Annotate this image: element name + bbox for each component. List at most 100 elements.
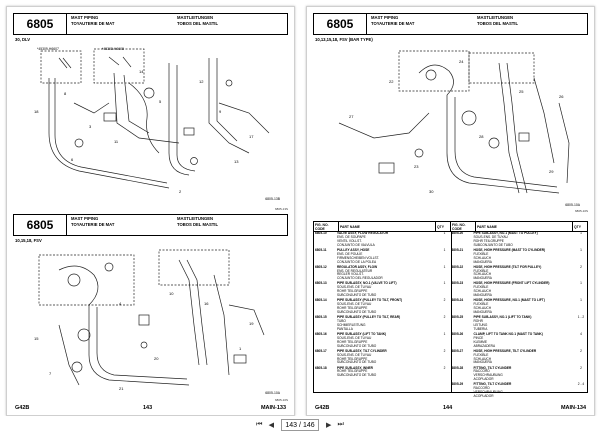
title-nl: TOYAUTERIE DE MAT: [71, 21, 115, 26]
part-name-translation: SCHMIERLEITUNG: [337, 322, 366, 327]
section-header: 6805 MAST PIPING TOYAUTERIE DE MAT MASTL…: [13, 13, 288, 35]
page-indicator[interactable]: 143 / 146: [281, 419, 319, 431]
page-right: 6805 MAST PIPING TOYAUTERIE DE MAT MASTL…: [306, 6, 595, 416]
part-name-translation: ROHR TEILGRUPPE: [337, 356, 368, 361]
part-code: 6805-14: [315, 298, 327, 303]
part-name-translation: ROHR TEILGRUPPE: [337, 369, 368, 374]
svg-text:13: 13: [234, 159, 239, 164]
part-name-translation: SOUS-ENS. DE TUYAU: [337, 352, 372, 357]
part-name-translation: SCHLAUCH: [473, 255, 492, 260]
current-page-input[interactable]: 143: [285, 421, 298, 429]
next-page-icon[interactable]: ▶: [325, 422, 332, 429]
part-code: 6805-20: [451, 231, 464, 235]
title-de: MASTLEITUNGEN: [177, 216, 214, 221]
part-name: PIPE SUB-ASSY, NO.1 (VALVE TO LIFT): [337, 281, 397, 286]
part-name-translation: SCHLAUCH: [473, 356, 492, 361]
part-name-translation: PINCE: [473, 335, 484, 340]
part-qty: 1: [580, 298, 582, 303]
part-qty: 2: [443, 315, 446, 320]
part-qty: 2 - 4: [577, 382, 585, 387]
part-qty: 2: [580, 348, 582, 353]
svg-text:15: 15: [34, 336, 39, 341]
part-name-translation: SUBCONJUNTO DE TUBO: [337, 360, 377, 365]
part-description: PIPE SUB-ASSY (PULLEY TO TILT, FRONT)SOU…: [337, 298, 439, 315]
part-name-translation: MANGUERA: [473, 309, 492, 314]
part-name-translation: ENS. DE POULIE: [337, 251, 363, 256]
part-name: HOSE, HIGH PRESSURE, NO.1 (MAST TO LIFT): [473, 298, 545, 303]
part-code: 6805-12: [315, 264, 327, 269]
part-description: HOSE, HIGH PRESSURE (MAST TO CYLINDER)FL…: [473, 248, 576, 265]
svg-text:27: 27: [349, 114, 354, 119]
title-es: TOBOS DEL MASTIL: [177, 21, 219, 26]
part-name-translation: SOUS-ENS. DE TUYAU: [337, 335, 372, 340]
part-name-translation: MANGUERA: [473, 259, 492, 264]
part-name: CLAMP, LIFT TO TANK NO.1 (MAST TO TANK): [473, 331, 543, 336]
svg-text:12: 12: [199, 79, 204, 84]
part-description: PIPE SUB-ASSY, NO.1 (MAST TO PULLEY)SOUS…: [473, 231, 576, 248]
part-name-translation: CONJUNTO DE VALVULA: [337, 242, 375, 247]
part-qty: 2: [580, 365, 582, 370]
part-code: 6805-15: [315, 315, 327, 320]
svg-text:30: 30: [429, 189, 434, 194]
part-name-translation: SOUS-ENS. DE TUYAU: [337, 285, 372, 290]
header-code: FIG. NO. CODE: [314, 222, 339, 231]
title-es: TOBOS DEL MASTIL: [177, 222, 219, 227]
part-name: REGULATOR ASSY, FLOW: [337, 264, 378, 269]
part-name: HOSE, HIGH PRESSURE (FRONT LIFT CYLINDER…: [473, 281, 550, 286]
part-name: PIPE SUB-ASSY (PULLEY TO TILT, REAR): [337, 315, 401, 320]
part-name-translation: VERSCHRAUBUNG: [473, 390, 503, 395]
header-part-name: PART NAME: [476, 222, 573, 231]
svg-text:4: 4: [119, 301, 122, 306]
svg-text:21: 21: [119, 386, 124, 391]
svg-text:14: 14: [139, 69, 144, 74]
part-name-translation: SOUS-ENS. DE TUYAU: [473, 234, 508, 239]
figure-model: 10,13,15,18, FSV (BAR TYPE): [315, 37, 373, 42]
part-qty: 1 - 2: [577, 315, 585, 320]
part-qty: 1: [443, 264, 446, 269]
svg-text:26: 26: [559, 94, 564, 99]
last-page-icon[interactable]: ⏭: [337, 421, 344, 428]
part-code: 6805-13: [315, 281, 327, 286]
part-name-translation: SUBCONJUNTO DE TUBO: [337, 343, 377, 348]
part-name-translation: FLEXIBLE: [473, 251, 489, 256]
part-name: PIPE SUB-ASSY (PULLEY TO TILT, FRONT): [337, 298, 403, 303]
header-code: FIG. NO. CODE: [451, 222, 476, 231]
first-page-icon[interactable]: ⏮: [256, 421, 263, 428]
svg-text:18: 18: [34, 109, 39, 114]
part-name: VALVE ASSY, FLOW REGULATOR: [337, 231, 389, 235]
table-row: 6805-15 PIPE SUB-ASSY (PULLEY TO TILT, RE…: [314, 315, 451, 332]
part-description: PIPE SUB-ASSY, NO.1 (VALVE TO LIFT)SOUS-…: [337, 282, 439, 298]
section-header: 6805 MAST PIPING TOYAUTERIE DE MAT MASTL…: [313, 13, 588, 35]
part-name-translation: LEITUNG: [473, 322, 488, 327]
title-de: MASTLEITUNGEN: [177, 15, 214, 20]
part-code: 6805-10: [315, 231, 327, 235]
svg-text:10: 10: [169, 291, 174, 296]
part-name-translation: FLEXIBLE: [473, 268, 489, 273]
part-qty: 1: [580, 281, 582, 286]
part-name-translation: SOUS-ENS. DE TUYAU: [337, 302, 372, 307]
part-qty: 2: [443, 365, 446, 370]
part-qty: 2: [443, 348, 446, 353]
part-name-translation: ROHR TEILGRUPPE: [337, 339, 368, 344]
section-code: 6805: [314, 14, 367, 34]
part-name-translation: FLEXIBLE: [473, 302, 489, 307]
parts-list-left: 6805-10 VALVE ASSY, FLOW REGULATOR ENS. DE…: [314, 231, 452, 392]
prev-page-icon[interactable]: ◀: [268, 422, 275, 429]
footer-page-number: 144: [443, 405, 453, 411]
part-code: 6805-11: [315, 247, 327, 252]
fig-note-b: *45308-H6608: [102, 47, 124, 51]
section-code: 6805: [14, 14, 67, 34]
